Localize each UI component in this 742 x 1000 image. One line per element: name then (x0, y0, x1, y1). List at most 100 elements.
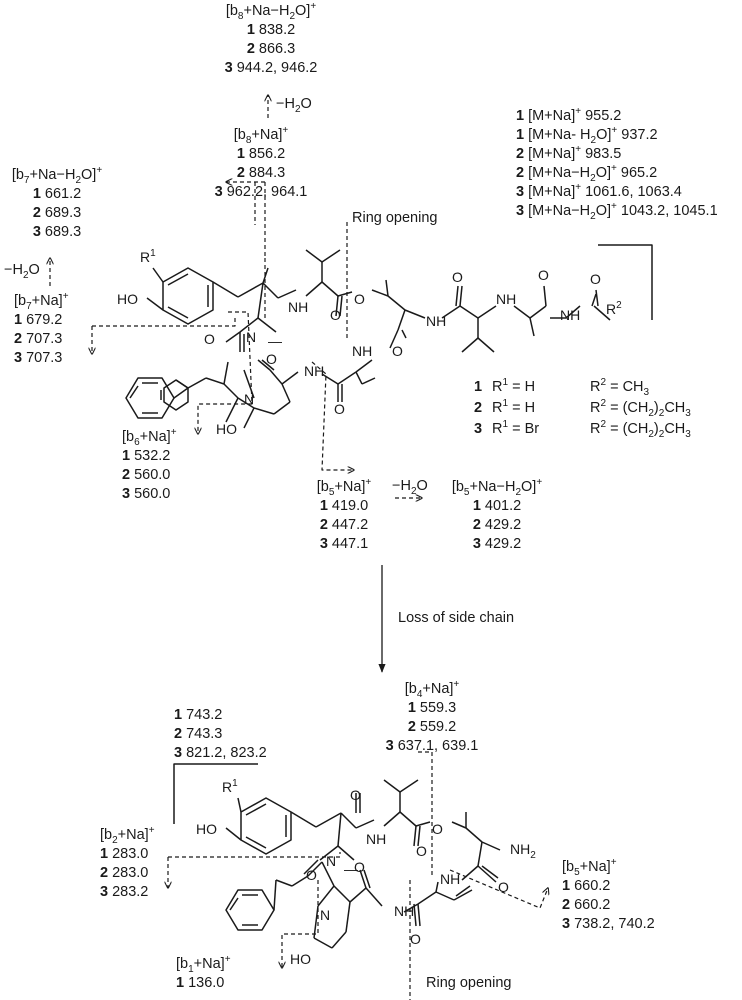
compound-number: 3 (224, 60, 233, 76)
phenol-ring-bottom (240, 797, 292, 855)
compound-number: 1 (236, 146, 245, 162)
compound-number: 1 (319, 498, 328, 514)
mass-value: 637.1, 639.1 (397, 738, 479, 754)
mass-value: 447.2 (331, 517, 369, 533)
atom-label-o: O (416, 843, 427, 859)
atom-label-ho: HO (290, 951, 311, 967)
fragment-title: [b8+Na]+ (233, 125, 289, 146)
atom-label-o: O (452, 269, 463, 285)
fragment-title: [b7+Na−H2O]+ (11, 165, 103, 186)
atom-label-nh: NH (440, 871, 460, 887)
atom-label-ho: HO (216, 421, 237, 437)
ring-opening-label: Ring opening (426, 975, 512, 991)
fragment-title: [b6+Na]+ (122, 427, 177, 448)
mass-value: 743.2 (186, 707, 223, 723)
compound-number: 2 (516, 146, 525, 162)
compound-number: 2 (516, 165, 525, 181)
atom-label-o: O (266, 351, 277, 367)
compound-number: 1 (516, 108, 525, 124)
compound-number: 3 (214, 184, 223, 200)
atom-label-nh: NH (352, 343, 372, 359)
atom-label-o: O (354, 859, 365, 875)
atom-label-ho: HO (196, 821, 217, 837)
mass-value: 283.0 (112, 846, 149, 862)
compound-number: 2 (122, 467, 131, 483)
compound-number: 2 (32, 205, 41, 221)
compound-number: 2 (236, 165, 245, 181)
atom-label-o: O (354, 291, 365, 307)
compound-number: 1 (100, 846, 109, 862)
compound-number: 3 (14, 350, 23, 366)
compound-number: 2 (246, 41, 255, 57)
fragment-title: [b4+Na]+ (404, 679, 460, 700)
atom-label-nh: NH (288, 299, 308, 315)
mass-value: 679.2 (26, 312, 63, 328)
phenyl-ring-bottom (225, 889, 275, 931)
atom-label-n: N (244, 391, 254, 407)
mass-value: 283.2 (112, 884, 149, 900)
atom-label-methyl-dash: — (268, 333, 282, 349)
compound-number: 1 (516, 127, 525, 143)
atom-label-o: O (590, 271, 601, 287)
loss-of-side-chain-label: Loss of side chain (398, 610, 515, 626)
compound-number: 1 (407, 700, 416, 716)
compound-number: 2 (472, 517, 481, 533)
compound-number: 2 (14, 331, 23, 347)
fragment-title: [b5+Na−H2O]+ (451, 477, 543, 498)
atom-label-n: N (320, 907, 330, 923)
mass-value: 429.2 (484, 517, 522, 533)
r1-value: R1 = H (492, 398, 536, 416)
compound-number: 2 (474, 400, 483, 416)
atom-label-o: O (538, 267, 549, 283)
r2-value: R2 = CH3 (590, 377, 650, 398)
mass-value: 660.2 (574, 897, 611, 913)
compound-number: 3 (516, 184, 525, 200)
mass-value: 429.2 (484, 536, 522, 552)
compound-number: 3 (472, 536, 481, 552)
compound-number: 3 (122, 486, 131, 502)
compound-number: 1 (562, 878, 571, 894)
molecular-ion-row: 1[M+Na]+ 955.2 (516, 106, 622, 124)
atom-label-o: O (334, 401, 345, 417)
atom-label-n: N (326, 853, 336, 869)
mass-value: 447.1 (331, 536, 369, 552)
molecular-ion-row: 1[M+Na- H2O]+ 937.2 (516, 125, 658, 146)
compound-number: 1 (474, 379, 483, 395)
fragment-title: [b5+Na]+ (562, 857, 617, 878)
mass-value: 689.3 (44, 205, 82, 221)
mass-value: 560.0 (134, 467, 171, 483)
compound-number: 1 (176, 975, 185, 991)
mass-value: 136.0 (188, 975, 225, 991)
compound-number: 1 (32, 186, 41, 202)
mass-value: 401.2 (484, 498, 522, 514)
minus-h2o-label: −H2O (392, 478, 428, 497)
atom-label-o: O (498, 879, 509, 895)
atom-label-o: O (410, 931, 421, 947)
fragment-title: [b7+Na]+ (14, 291, 69, 312)
r1-value: R1 = H (492, 377, 536, 395)
